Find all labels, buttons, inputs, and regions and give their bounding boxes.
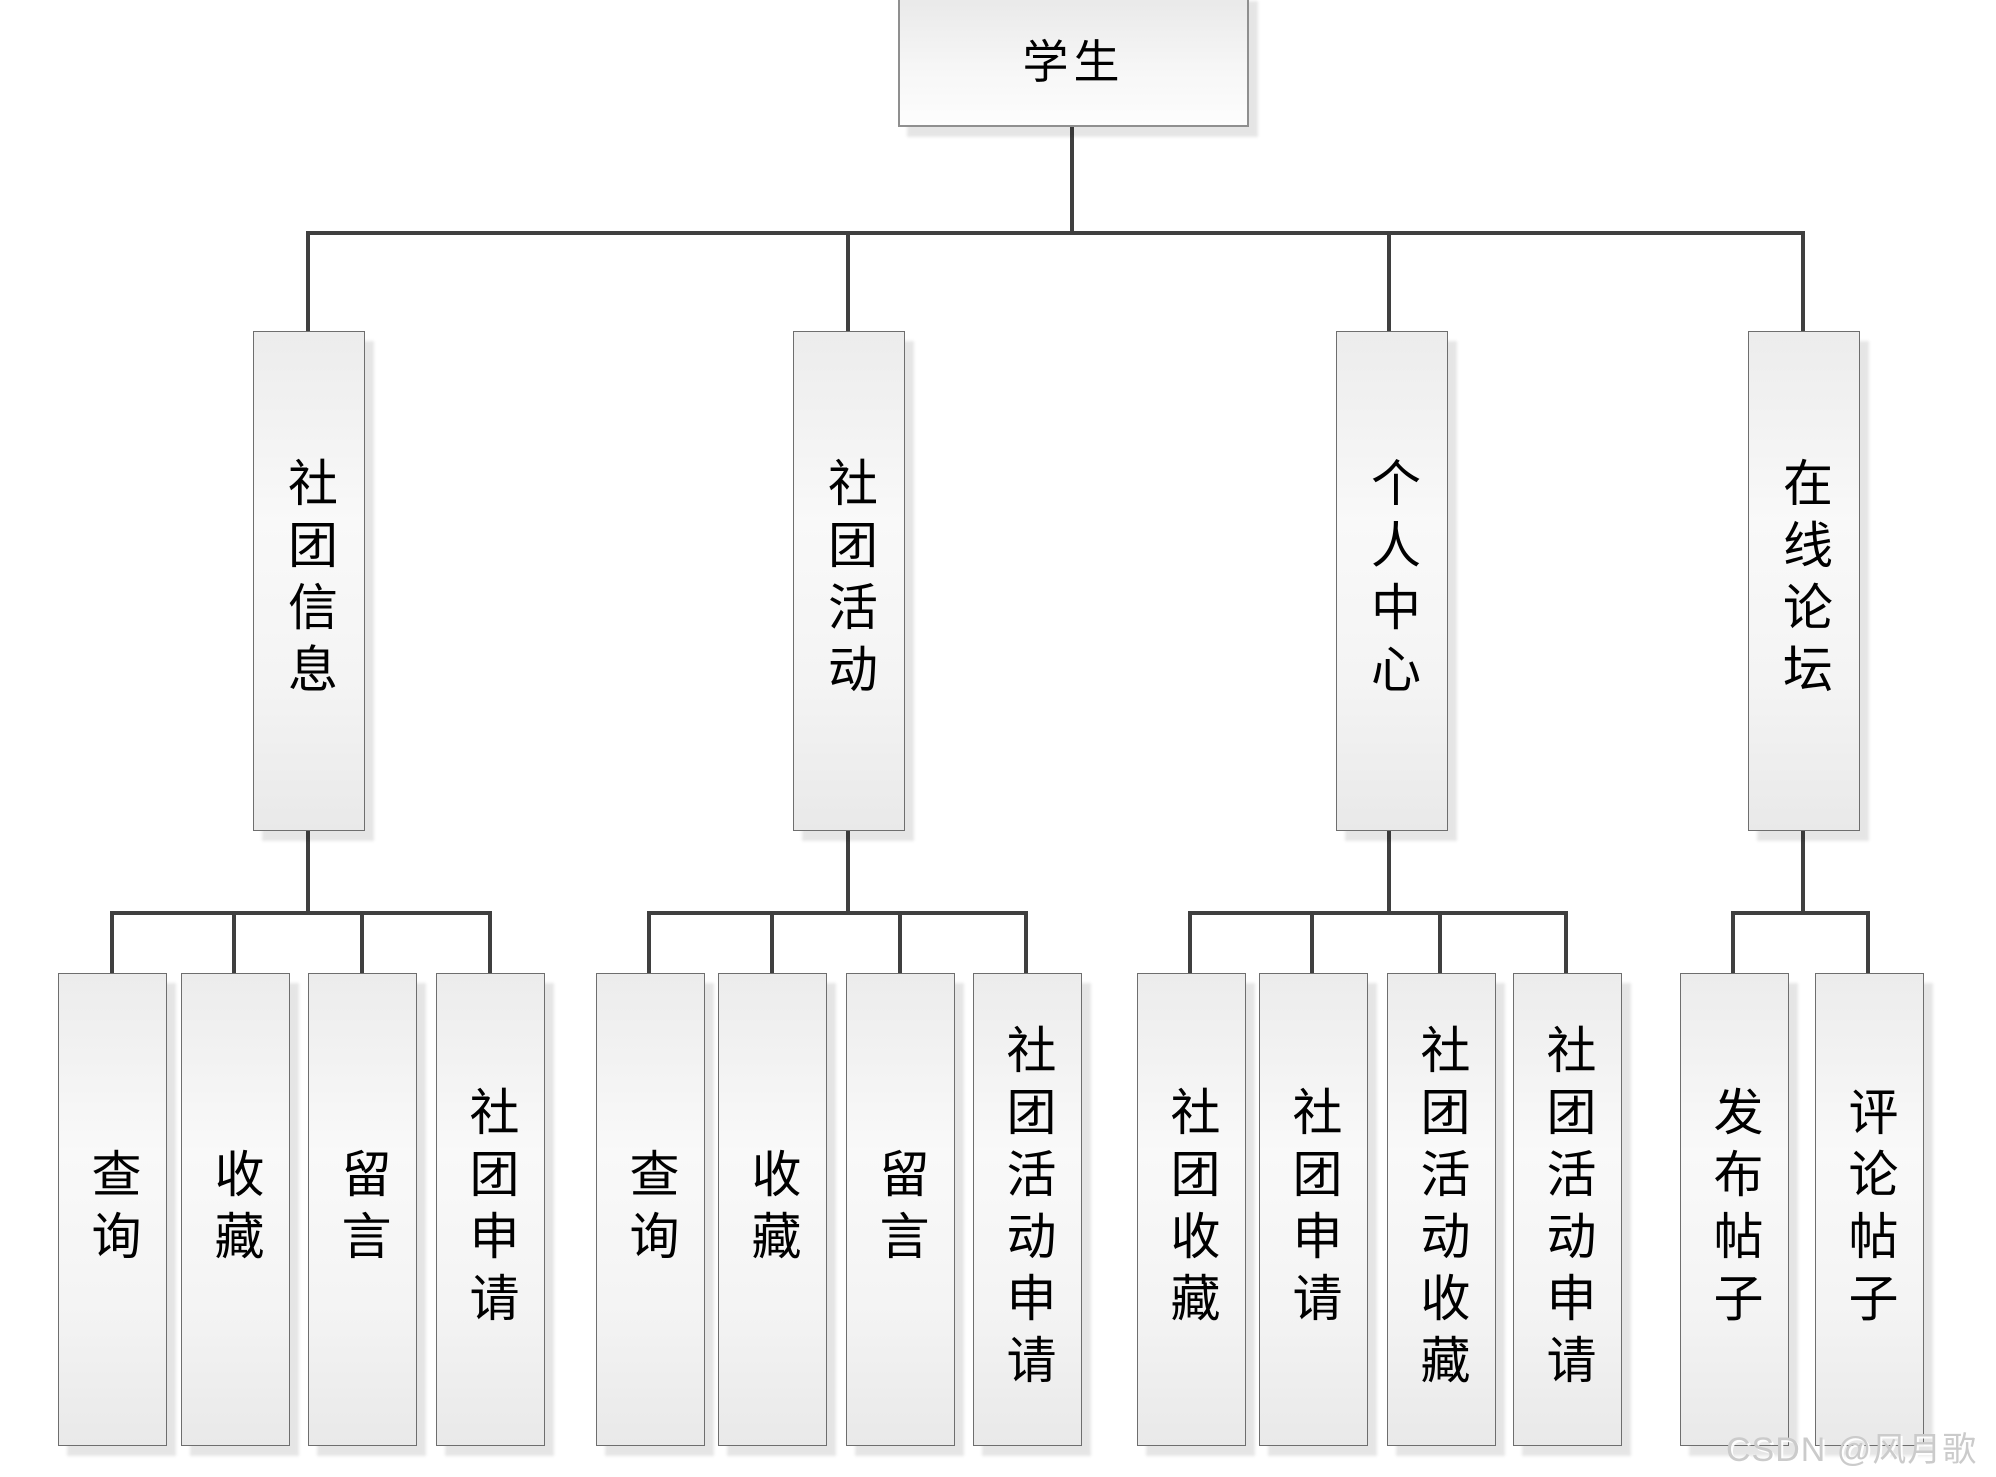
node-favorite-2-label: 收藏: [744, 1147, 801, 1272]
node-online-forum-label: 在线论坛: [1776, 457, 1832, 705]
connector-subrail-2: [647, 911, 1028, 975]
node-message-2: 留言: [846, 973, 955, 1446]
node-activity-application-3: 社团活动申请: [1513, 973, 1622, 1446]
connector-subrail-4: [1731, 911, 1870, 975]
node-activity-application-2-label: 社团活动申请: [999, 1023, 1056, 1396]
node-publish-post-label: 发布帖子: [1706, 1085, 1763, 1334]
node-favorite-1-label: 收藏: [207, 1147, 264, 1272]
node-query-2: 查询: [596, 973, 705, 1446]
node-publish-post: 发布帖子: [1680, 973, 1789, 1446]
node-club-favorite-label: 社团收藏: [1163, 1085, 1220, 1334]
node-message-1-label: 留言: [334, 1147, 391, 1272]
node-comment-post: 评论帖子: [1815, 973, 1924, 1446]
connector-subrail-3: [1188, 911, 1568, 975]
csdn-watermark: CSDN @风月歌: [1726, 1431, 1978, 1469]
node-club-application-3-label: 社团申请: [1285, 1085, 1342, 1334]
node-comment-post-label: 评论帖子: [1841, 1085, 1898, 1334]
node-club-application-label: 社团申请: [462, 1085, 519, 1334]
connector-main-rail: [306, 231, 1805, 333]
node-activity-application-2: 社团活动申请: [973, 973, 1082, 1446]
node-student-label: 学生: [1022, 37, 1125, 88]
node-club-info: 社团信息: [253, 331, 365, 831]
node-activity-favorite: 社团活动收藏: [1387, 973, 1496, 1446]
node-club-activity-label: 社团活动: [821, 457, 877, 705]
node-student: 学生: [898, 0, 1249, 127]
node-club-favorite: 社团收藏: [1137, 973, 1246, 1446]
node-query-1: 查询: [58, 973, 167, 1446]
node-favorite-1: 收藏: [181, 973, 290, 1446]
node-club-activity: 社团活动: [793, 331, 905, 831]
node-query-2-label: 查询: [622, 1147, 679, 1272]
node-query-1-label: 查询: [84, 1147, 141, 1272]
node-personal-center-label: 个人中心: [1364, 457, 1420, 705]
node-club-application-3: 社团申请: [1259, 973, 1368, 1446]
node-personal-center: 个人中心: [1336, 331, 1448, 831]
node-club-application: 社团申请: [436, 973, 545, 1446]
node-favorite-2: 收藏: [718, 973, 827, 1446]
node-club-info-label: 社团信息: [281, 457, 337, 705]
node-activity-application-3-label: 社团活动申请: [1539, 1023, 1596, 1396]
connector-subrail-1: [110, 911, 492, 975]
node-online-forum: 在线论坛: [1748, 331, 1860, 831]
node-message-1: 留言: [308, 973, 417, 1446]
node-message-2-label: 留言: [872, 1147, 929, 1272]
node-activity-favorite-label: 社团活动收藏: [1413, 1023, 1470, 1396]
